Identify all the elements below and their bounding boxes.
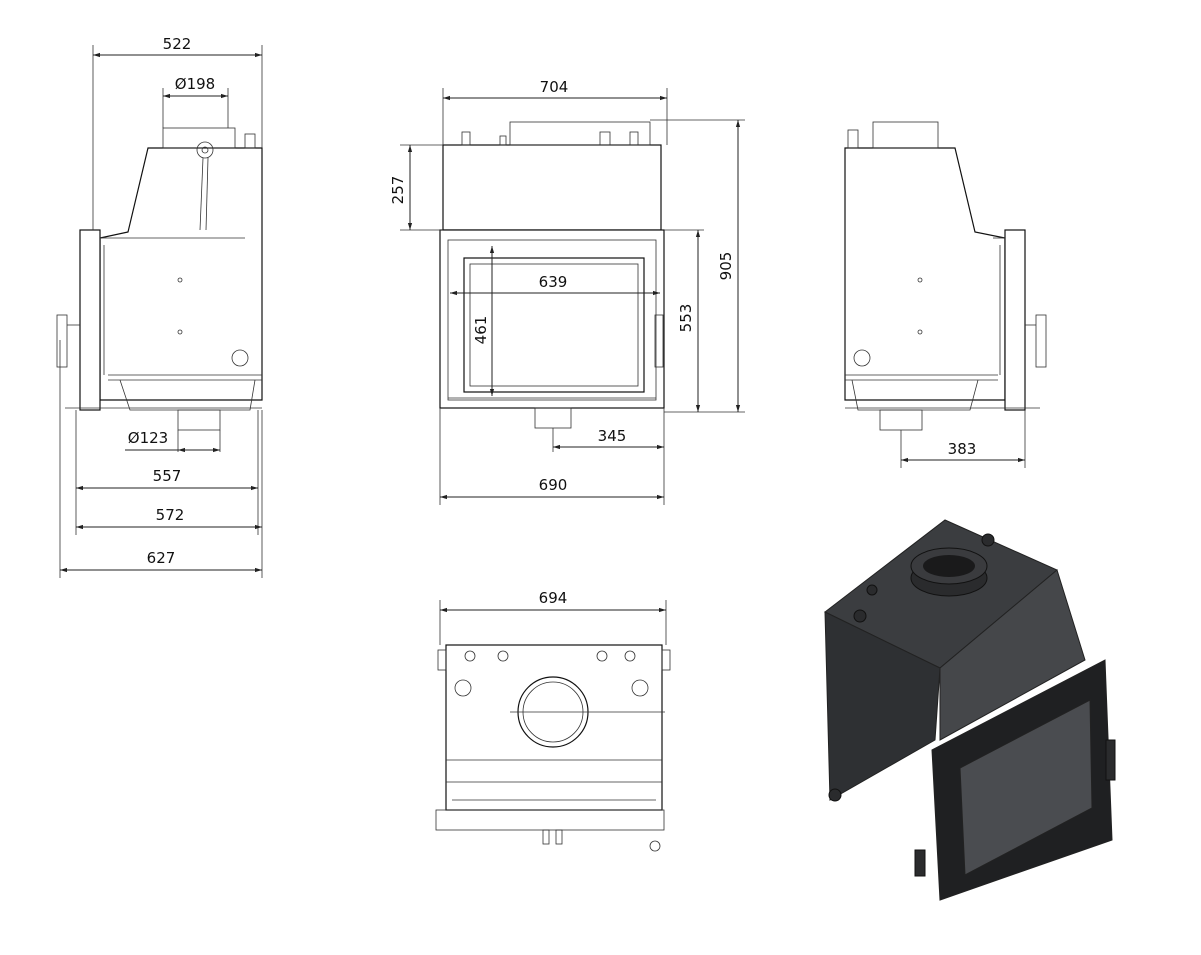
front-hood [442, 144, 662, 231]
right-side-view: 383 [844, 121, 1047, 468]
right-water-connector [853, 349, 871, 367]
dim-front-257: 257 [389, 176, 407, 205]
render-side-connector [828, 788, 842, 802]
dim-front-345: 345 [598, 427, 627, 445]
dim-front-690: 690 [539, 476, 568, 494]
dim-front-639: 639 [539, 273, 568, 291]
dim-front-905: 905 [717, 252, 735, 281]
left-air-inlet-spigot [177, 409, 221, 431]
left-damper-knob [196, 141, 214, 159]
right-air-inlet-spigot [879, 409, 923, 431]
left-door-frame [79, 229, 101, 411]
dim-front-704: 704 [540, 78, 569, 96]
front-handle [654, 314, 664, 368]
top-pipe-1 [464, 650, 476, 662]
left-water-connector [231, 349, 249, 367]
top-pipe-4 [624, 650, 636, 662]
front-view: 704 257 905 639 461 553 345 690 [389, 78, 745, 505]
render-glass [959, 699, 1093, 876]
render-handle [1105, 739, 1116, 781]
top-connector-left [454, 679, 472, 697]
render-left-face [824, 611, 941, 801]
render-pipe-a [853, 609, 867, 623]
top-pipe-3 [596, 650, 608, 662]
dim-front-553: 553 [677, 304, 695, 333]
right-door-frame [1004, 229, 1026, 411]
left-flue-collar [162, 127, 236, 149]
dim-left-627: 627 [147, 549, 176, 567]
dim-left-522: 522 [163, 35, 192, 53]
dim-right-383: 383 [948, 440, 977, 458]
left-handle [56, 314, 68, 368]
front-flue-collar [509, 121, 651, 146]
top-pipe-2 [497, 650, 509, 662]
render-foot [914, 849, 926, 877]
top-door-frame-edge [435, 809, 665, 831]
dim-left-557: 557 [153, 467, 182, 485]
right-flue-collar [872, 121, 939, 149]
front-air-inlet [534, 407, 572, 429]
left-side-view: 522 Ø198 Ø123 557 572 627 [56, 35, 263, 578]
dim-left-572: 572 [156, 506, 185, 524]
left-side-body-outline [99, 147, 263, 401]
isometric-render [824, 519, 1116, 901]
dim-left-inlet-123: Ø123 [128, 429, 168, 447]
top-view: 694 [435, 589, 671, 852]
dim-left-flue-198: Ø198 [175, 75, 215, 93]
right-handle [1035, 314, 1047, 368]
top-connector-right [631, 679, 649, 697]
render-hood-face [939, 569, 1086, 741]
dim-top-694: 694 [539, 589, 568, 607]
dim-front-461: 461 [472, 316, 490, 345]
